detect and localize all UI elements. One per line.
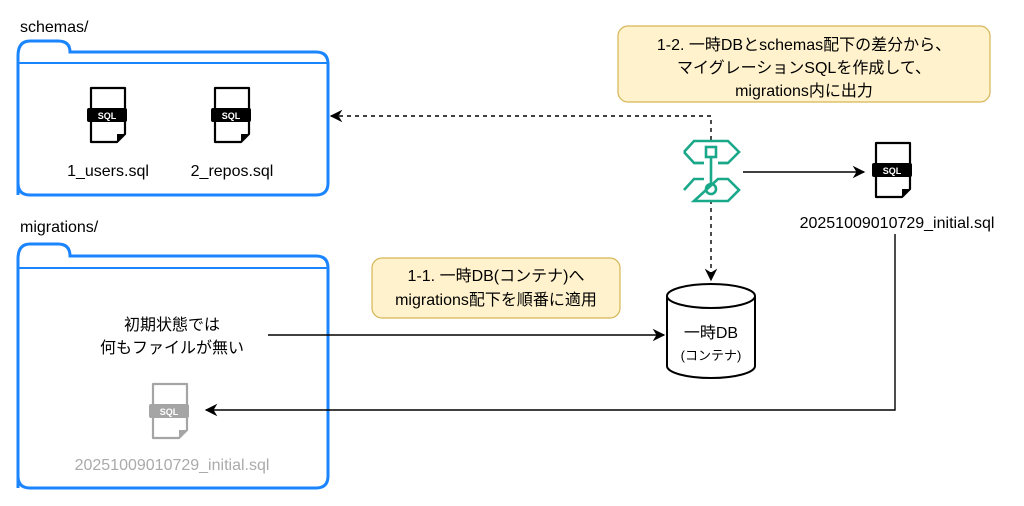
note-apply-line-1: 1-1. 一時DB(コンテナ)へ bbox=[408, 267, 585, 285]
schemas-folder bbox=[16, 39, 330, 197]
output-sql-file-icon: SQL bbox=[870, 141, 914, 199]
sql-file-icon: SQL bbox=[85, 86, 129, 144]
note-apply bbox=[371, 257, 621, 319]
ghost-migration-file: 20251009010729_initial.sql bbox=[75, 457, 270, 474]
schemas-folder-label: schemas/ bbox=[20, 19, 89, 36]
svg-text:SQL: SQL bbox=[98, 111, 117, 121]
note-apply-line-2: migrations配下を順番に適用 bbox=[395, 291, 597, 309]
svg-text:SQL: SQL bbox=[222, 111, 241, 121]
db-title: 一時DB bbox=[684, 324, 738, 342]
sql-file-icon: SQL bbox=[209, 86, 253, 144]
database-icon bbox=[666, 283, 756, 379]
schema-file-1[interactable]: 1_users.sql bbox=[67, 163, 149, 180]
ghost-sql-file-icon: SQL bbox=[147, 382, 191, 440]
note-diff-line-2: マイグレーションSQLを作成して、 bbox=[677, 59, 931, 77]
db-subtitle: (コンテナ) bbox=[681, 348, 742, 363]
schema-diff-icon bbox=[683, 139, 741, 203]
connectors bbox=[204, 109, 896, 417]
empty-text-line-2: 何もファイルが無い bbox=[100, 339, 244, 357]
note-diff-line-1: 1-2. 一時DBとschemas配下の差分から、 bbox=[657, 36, 951, 54]
migrations-folder bbox=[16, 242, 330, 490]
migrations-folder-label: migrations/ bbox=[20, 219, 99, 236]
svg-text:SQL: SQL bbox=[160, 407, 179, 417]
empty-text-line-1: 初期状態では bbox=[124, 316, 220, 334]
note-diff bbox=[617, 25, 991, 103]
output-file-label-bg bbox=[786, 210, 1008, 234]
output-file-label[interactable]: 20251009010729_initial.sql bbox=[800, 215, 995, 232]
schema-file-2[interactable]: 2_repos.sql bbox=[191, 163, 274, 180]
svg-text:SQL: SQL bbox=[883, 166, 902, 176]
note-diff-line-3: migrations内に出力 bbox=[735, 82, 873, 100]
